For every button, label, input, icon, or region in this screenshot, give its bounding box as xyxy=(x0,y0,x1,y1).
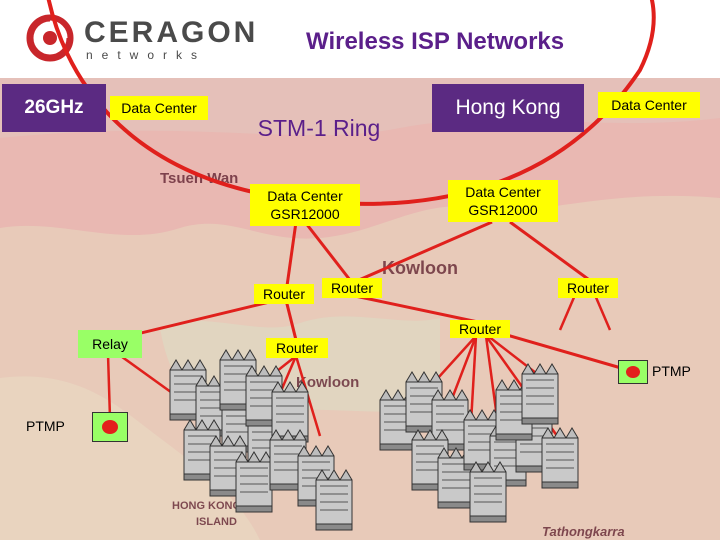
router-2-label: Router xyxy=(322,278,382,298)
link-relay-building xyxy=(117,352,176,397)
frequency-label: 26GHz xyxy=(2,84,106,132)
logo-wordmark: CERAGON xyxy=(84,16,259,49)
map-label-hong-kong-island: HONG KONG xyxy=(172,500,242,512)
link-router5-ptmp xyxy=(499,331,629,372)
data-center-gsr-left: Data Center GSR12000 xyxy=(250,184,360,226)
link-dcl-router1 xyxy=(285,221,298,287)
hong-kong-label: Hong Kong xyxy=(432,84,584,132)
buildings-left-group xyxy=(169,349,353,531)
map-label-kowloon-2: Kowloon xyxy=(296,374,360,391)
map-label-island: ISLAND xyxy=(196,516,237,528)
dc-gsr-right-line1: Data Center xyxy=(465,184,541,200)
router-5-label: Router xyxy=(450,320,510,338)
ceragon-logo-icon xyxy=(26,14,74,62)
link-dcl-router2 xyxy=(303,221,352,281)
dc-gsr-left-line2: GSR12000 xyxy=(270,206,340,222)
link-router1-router4 xyxy=(284,299,298,341)
data-center-left-label: Data Center xyxy=(110,96,208,120)
stm-ring-label: STM-1 Ring xyxy=(257,115,381,141)
link-router2-router5 xyxy=(354,294,479,324)
page-title: Wireless ISP Networks xyxy=(306,28,565,55)
router-3-label: Router xyxy=(558,278,618,298)
router-4-label: Router xyxy=(266,338,328,358)
ptmp-left-device-icon xyxy=(92,412,128,442)
data-center-gsr-right: Data Center GSR12000 xyxy=(448,180,558,222)
ptmp-right-label: PTMP xyxy=(652,363,691,379)
ptmp-right: PTMP xyxy=(618,360,718,384)
relay-label: Relay xyxy=(78,330,142,358)
logo-subtitle: networks xyxy=(86,48,207,62)
dc-gsr-right-line2: GSR12000 xyxy=(468,202,538,218)
link-dcr-router2 xyxy=(351,220,493,285)
router-1-label: Router xyxy=(254,284,314,304)
data-center-right-label: Data Center xyxy=(598,92,700,118)
buildings-right-group xyxy=(379,363,579,523)
link-dcr-router3 xyxy=(509,220,589,281)
map-label-tathongkarra: Tathongkarra xyxy=(542,524,625,539)
header: CERAGON networks Wireless ISP Networks xyxy=(0,0,720,78)
dc-gsr-left-line1: Data Center xyxy=(267,188,343,204)
ptmp-left-label: PTMP xyxy=(26,418,65,434)
ptmp-left: PTMP xyxy=(26,412,132,442)
ptmp-right-device-icon xyxy=(618,360,648,384)
